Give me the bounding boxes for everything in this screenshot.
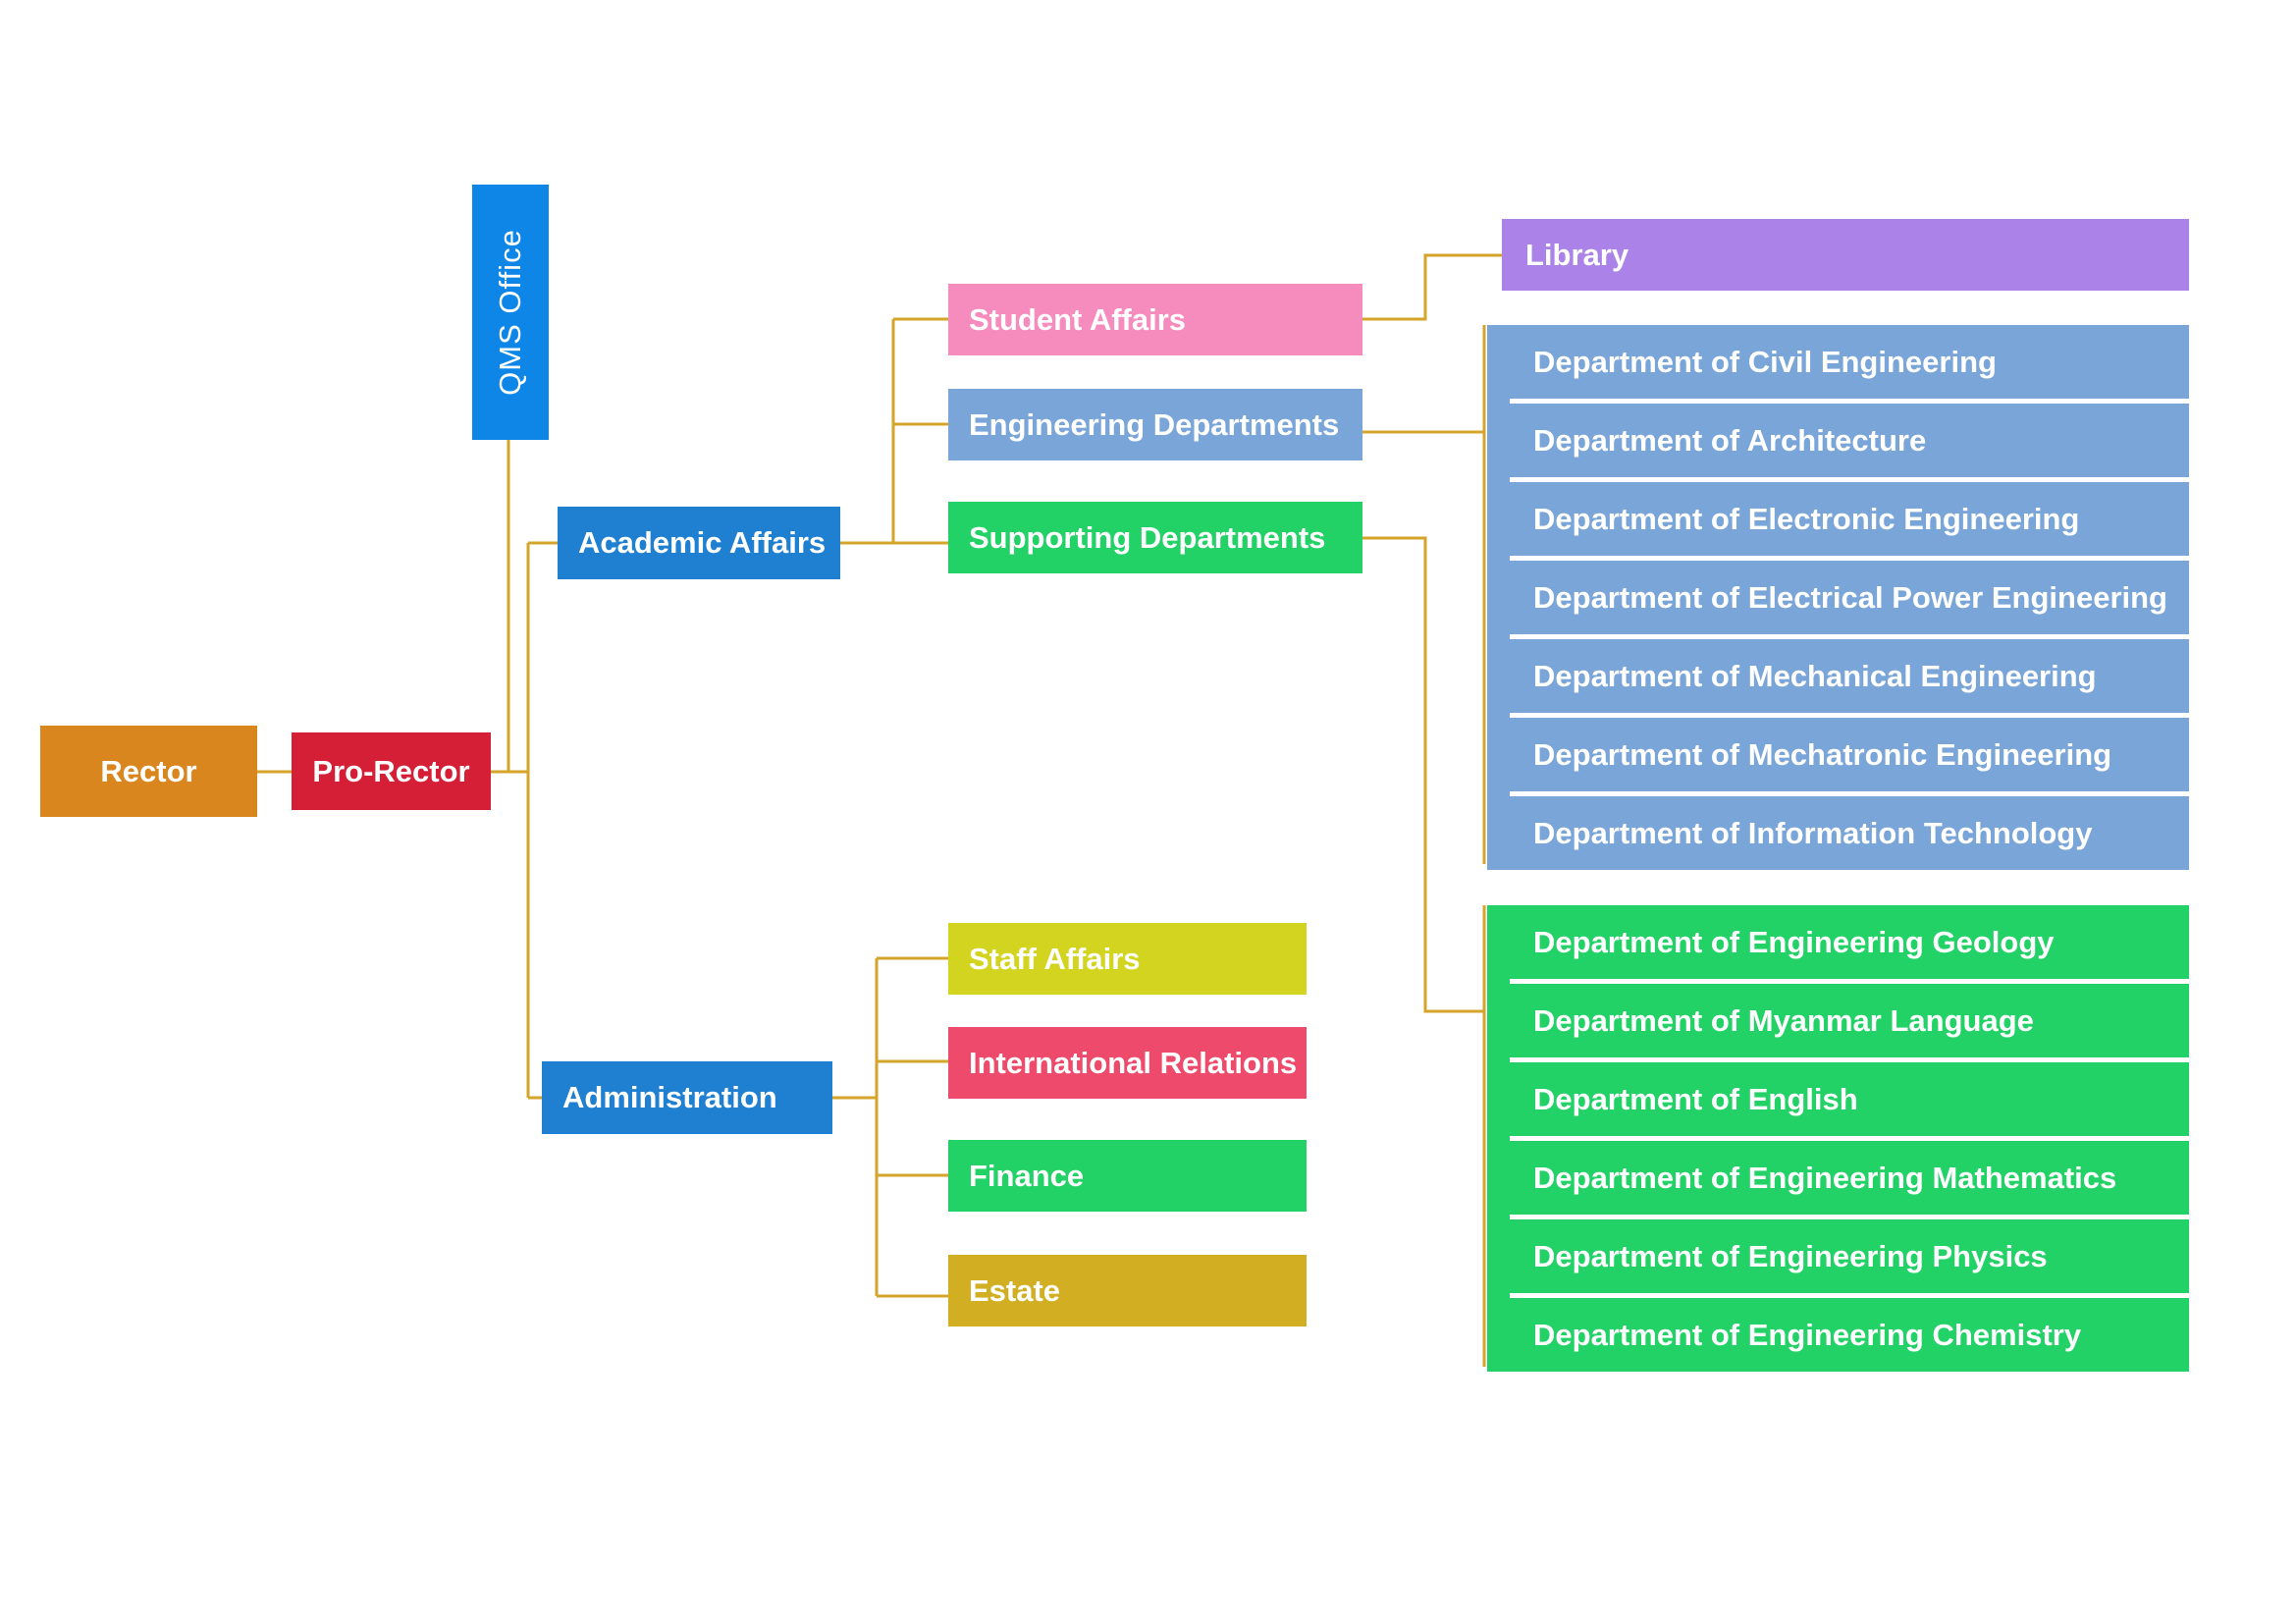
engineering-department-row-label: Department of Information Technology	[1533, 815, 2093, 850]
student-affairs-box: Student Affairs	[948, 284, 1362, 355]
library-box: Library	[1502, 219, 2189, 291]
supporting-departments-label: Supporting Departments	[969, 519, 1326, 555]
engineering-departments-box: Engineering Departments	[948, 389, 1362, 460]
supporting-department-row-5: Department of Engineering Physics	[1510, 1219, 2189, 1293]
academic-affairs-label: Academic Affairs	[578, 525, 827, 560]
engineering-department-row-label: Department of Electronic Engineering	[1533, 501, 2080, 536]
supporting-department-row-label: Department of Engineering Mathematics	[1533, 1160, 2117, 1195]
finance-box: Finance	[948, 1140, 1307, 1212]
academic-affairs-box: Academic Affairs	[558, 507, 840, 579]
supporting-department-row-1: Department of Engineering Geology	[1510, 905, 2189, 979]
engineering-department-row-2: Department of Architecture	[1510, 404, 2189, 477]
engineering-department-row-label: Department of Electrical Power Engineeri…	[1533, 579, 2167, 615]
administration-box: Administration	[542, 1061, 832, 1134]
finance-label: Finance	[969, 1158, 1085, 1193]
qms-office-box: QMS Office	[472, 185, 549, 440]
pro-rector-box: Pro-Rector	[292, 732, 491, 810]
supporting-department-row-label: Department of English	[1533, 1081, 1858, 1116]
supporting-department-row-2: Department of Myanmar Language	[1510, 984, 2189, 1057]
international-relations-box: International Relations	[948, 1027, 1307, 1099]
engineering-department-row-group-spine	[1487, 325, 1510, 870]
engineering-department-row-label: Department of Civil Engineering	[1533, 344, 1997, 379]
staff-affairs-label: Staff Affairs	[969, 941, 1141, 976]
estate-label: Estate	[969, 1272, 1061, 1308]
supporting-department-row-6: Department of Engineering Chemistry	[1510, 1298, 2189, 1372]
international-relations-label: International Relations	[969, 1045, 1298, 1080]
supporting-department-row-label: Department of Engineering Physics	[1533, 1238, 2048, 1273]
engineering-department-row-5: Department of Mechanical Engineering	[1510, 639, 2189, 713]
engineering-department-row-3: Department of Electronic Engineering	[1510, 482, 2189, 556]
supporting-department-row-group-spine	[1487, 905, 1510, 1372]
library-label: Library	[1525, 237, 1629, 272]
estate-box: Estate	[948, 1255, 1307, 1326]
rector-box: Rector	[40, 726, 257, 817]
engineering-department-row-7: Department of Information Technology	[1510, 796, 2189, 870]
engineering-department-row-1: Department of Civil Engineering	[1510, 325, 2189, 399]
engineering-department-row-6: Department of Mechatronic Engineering	[1510, 718, 2189, 791]
supporting-department-row-label: Department of Myanmar Language	[1533, 1002, 2034, 1038]
staff-affairs-box: Staff Affairs	[948, 923, 1307, 995]
engineering-department-row-label: Department of Architecture	[1533, 422, 1927, 458]
supporting-department-row-label: Department of Engineering Geology	[1533, 924, 2055, 959]
engineering-departments-label: Engineering Departments	[969, 406, 1340, 442]
supporting-departments-box: Supporting Departments	[948, 502, 1362, 573]
engineering-department-row-4: Department of Electrical Power Engineeri…	[1510, 561, 2189, 634]
engineering-department-row-label: Department of Mechanical Engineering	[1533, 658, 2097, 693]
engineering-department-row-label: Department of Mechatronic Engineering	[1533, 736, 2112, 772]
supporting-department-row-3: Department of English	[1510, 1062, 2189, 1136]
supporting-department-row-4: Department of Engineering Mathematics	[1510, 1141, 2189, 1215]
student-affairs-label: Student Affairs	[969, 301, 1187, 337]
rector-label: Rector	[100, 753, 197, 788]
supporting-department-row-label: Department of Engineering Chemistry	[1533, 1317, 2082, 1352]
qms-office-label: QMS Office	[493, 229, 528, 396]
pro-rector-label: Pro-Rector	[312, 753, 470, 788]
administration-label: Administration	[562, 1080, 777, 1114]
